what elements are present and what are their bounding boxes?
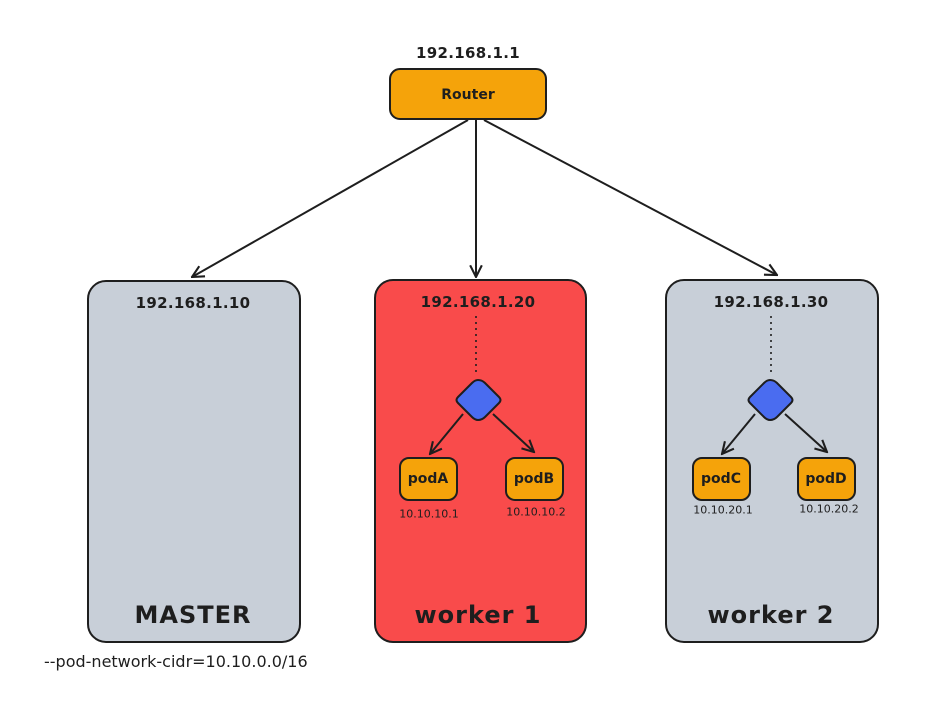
podC-ip-label: 10.10.20.1 — [693, 503, 753, 517]
podB-ip-label: 10.10.10.2 — [506, 505, 566, 519]
router-box[interactable] — [389, 68, 547, 120]
worker2-title: worker 2 — [707, 601, 835, 629]
podA-box[interactable] — [399, 457, 458, 501]
worker2-ip-label: 192.168.1.30 — [713, 293, 829, 311]
podD-label: podD — [805, 471, 847, 487]
podA-ip-label: 10.10.10.1 — [399, 507, 459, 521]
master-title: MASTER — [134, 601, 252, 629]
worker1-bridge-diamond[interactable] — [455, 378, 502, 422]
router-to-worker2-arrow — [483, 119, 777, 275]
worker2-bridge-to-podD-arrow — [784, 413, 827, 452]
router-ip-label: 192.168.1.1 — [416, 44, 520, 62]
worker1-bridge-to-podB-arrow — [492, 413, 534, 452]
master-node-box[interactable] — [87, 280, 301, 643]
podD-box[interactable] — [797, 457, 856, 501]
worker2-bridge-to-podC-arrow — [722, 413, 756, 454]
podC-label: podC — [701, 471, 741, 487]
router-label: Router — [441, 87, 495, 103]
worker2-bridge-diamond[interactable] — [747, 378, 794, 422]
worker1-node-box[interactable] — [374, 279, 587, 643]
podD-ip-label: 10.10.20.2 — [799, 502, 859, 516]
worker1-ip-label: 192.168.1.20 — [420, 293, 536, 311]
master-ip-label: 192.168.1.10 — [135, 294, 251, 312]
worker2-node-box[interactable] — [665, 279, 879, 643]
worker1-title: worker 1 — [414, 601, 542, 629]
podB-label: podB — [513, 471, 555, 487]
podC-box[interactable] — [692, 457, 751, 501]
router-to-master-arrow — [192, 119, 469, 277]
podA-label: podA — [407, 471, 449, 487]
pod-network-cidr-caption: --pod-network-cidr=10.10.0.0/16 — [44, 652, 308, 671]
worker1-bridge-to-podA-arrow — [430, 413, 464, 454]
podB-box[interactable] — [505, 457, 564, 501]
